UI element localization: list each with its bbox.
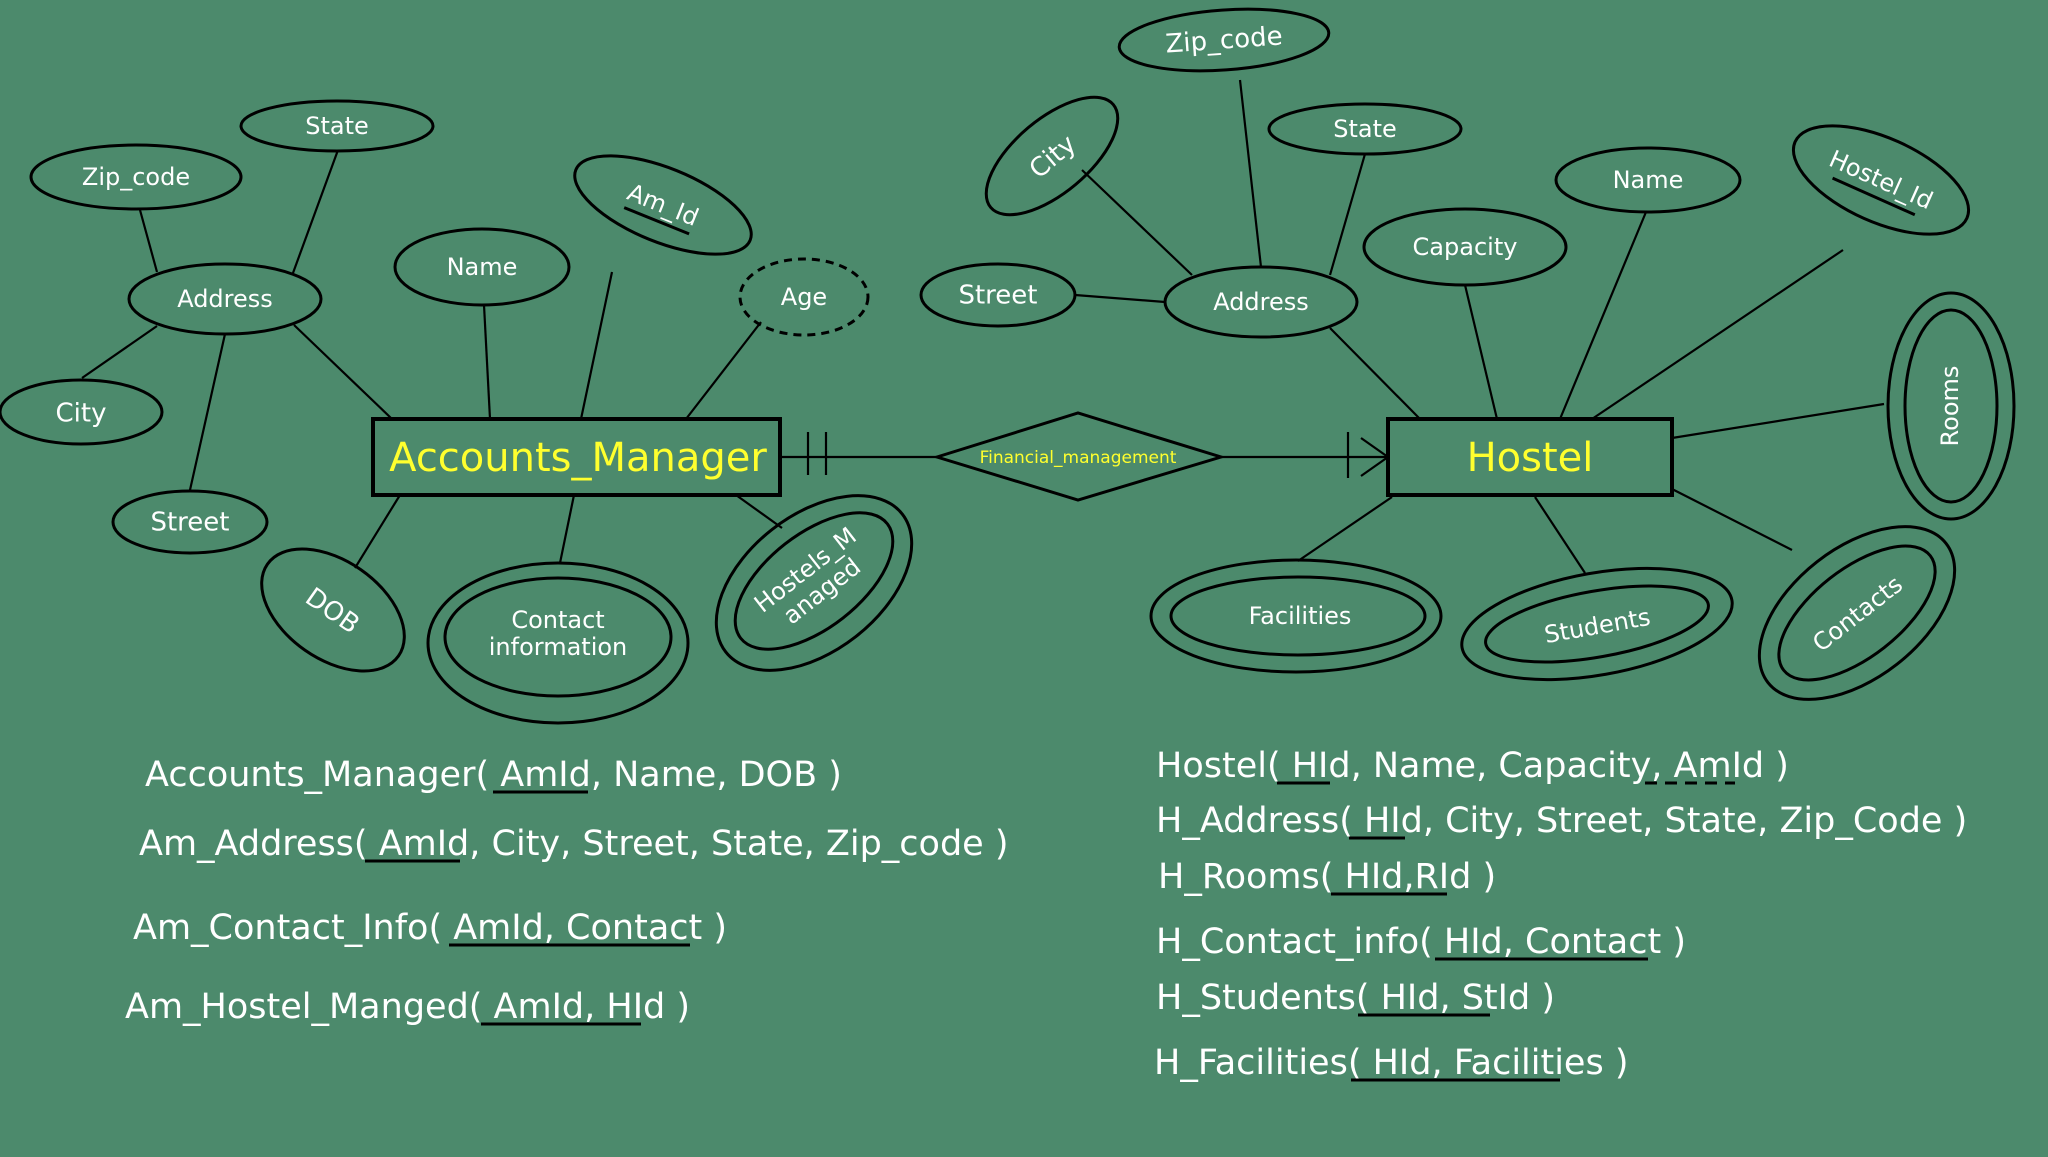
schema-am-contact-info: Am_Contact_Info( AmId, Contact ) (133, 908, 727, 948)
attr-am-id-key: Am_Id (573, 154, 753, 256)
key-underline (623, 206, 690, 236)
attr-am-contact-info-multivalued: Contact information (426, 561, 690, 725)
relationship-label: Financial_management (980, 448, 1177, 468)
entity-hostel: Hostel (1386, 417, 1674, 497)
attr-label: Capacity (1413, 233, 1518, 261)
attr-label: Address (1213, 288, 1309, 316)
attr-am-address: Address (127, 262, 323, 336)
attr-h-street: Street (919, 262, 1077, 328)
schema-accounts-manager: Accounts_Manager( AmId, Name, DOB ) (145, 755, 842, 795)
attr-h-state: State (1267, 102, 1463, 156)
schema-list-left: Accounts_Manager( AmId, Name, DOB ) Am_A… (125, 755, 1008, 1027)
attr-h-rooms-multivalued: Rooms (1886, 291, 2016, 521)
schema-h-contact-info: H_Contact_info( HId, Contact ) (1156, 922, 1686, 962)
schema-list-right: Hostel( HId, Name, Capacity, AmId ) H_Ad… (1154, 746, 1967, 1083)
attr-am-street: Street (111, 489, 269, 555)
key-underline (1831, 176, 1916, 217)
schema-am-address: Am_Address( AmId, City, Street, State, Z… (139, 824, 1008, 864)
attr-label: Age (781, 283, 827, 311)
attr-am-state: State (239, 99, 435, 153)
relationship-financial-management: Financial_management (931, 411, 1227, 502)
attr-label: DOB (300, 582, 365, 640)
schema-am-hostel-manged: Am_Hostel_Manged( AmId, HId ) (125, 987, 690, 1027)
attr-h-contacts-multivalued: Contacts (1757, 525, 1957, 701)
attr-label: Street (150, 508, 229, 538)
entity-label-accounts-manager: Accounts_Manager (389, 435, 767, 481)
schema-h-rooms: H_Rooms( HId,RId ) (1158, 857, 1496, 897)
schema-h-students: H_Students( HId, StId ) (1156, 978, 1555, 1018)
attr-am-hostels-managed-multivalued: Hostels_M anaged (714, 494, 914, 672)
attr-am-age-derived: Age (738, 257, 870, 337)
attr-h-facilities-multivalued: Facilities (1149, 558, 1443, 674)
attr-label: Students (1542, 603, 1652, 649)
attr-h-name: Name (1554, 146, 1742, 214)
attr-label: Hostel_Id (1825, 145, 1937, 215)
attr-am-dob: DOB (260, 547, 406, 673)
attr-label: Name (447, 253, 518, 281)
attr-label: Address (177, 285, 273, 313)
attr-label: City (56, 399, 107, 429)
attr-am-name: Name (393, 227, 571, 307)
attr-label: Zip_code (1165, 21, 1284, 59)
attr-label: City (1024, 129, 1082, 185)
entity-label-hostel: Hostel (1467, 435, 1594, 481)
schema-hostel: Hostel( HId, Name, Capacity, AmId ) (1156, 746, 1789, 786)
attr-am-zip-code: Zip_code (29, 143, 243, 211)
attr-h-city: City (984, 95, 1120, 217)
attr-label: Zip_code (82, 163, 190, 191)
attr-label: Name (1613, 166, 1684, 194)
entity-accounts-manager: Accounts_Manager (371, 417, 782, 497)
attr-am-city: City (0, 378, 164, 446)
connector-lines (81, 79, 1885, 574)
attr-h-hostel-id-key: Hostel_Id (1791, 124, 1971, 236)
attr-label-line1: Contact (511, 606, 604, 634)
attr-label: Rooms (1936, 366, 1964, 447)
attr-h-zip-code: Zip_code (1117, 7, 1331, 73)
schema-h-address: H_Address( HId, City, Street, State, Zip… (1156, 801, 1967, 841)
schema-h-facilities: H_Facilities( HId, Facilities ) (1154, 1043, 1628, 1083)
attr-label: State (1333, 115, 1397, 143)
attr-h-address: Address (1163, 265, 1359, 339)
attr-label-line2: information (489, 633, 628, 661)
attr-label: Facilities (1249, 602, 1352, 630)
attr-label: Street (958, 281, 1037, 311)
attr-h-students-multivalued: Students (1460, 566, 1734, 682)
attr-h-capacity: Capacity (1362, 207, 1568, 287)
attr-label: State (305, 112, 369, 140)
